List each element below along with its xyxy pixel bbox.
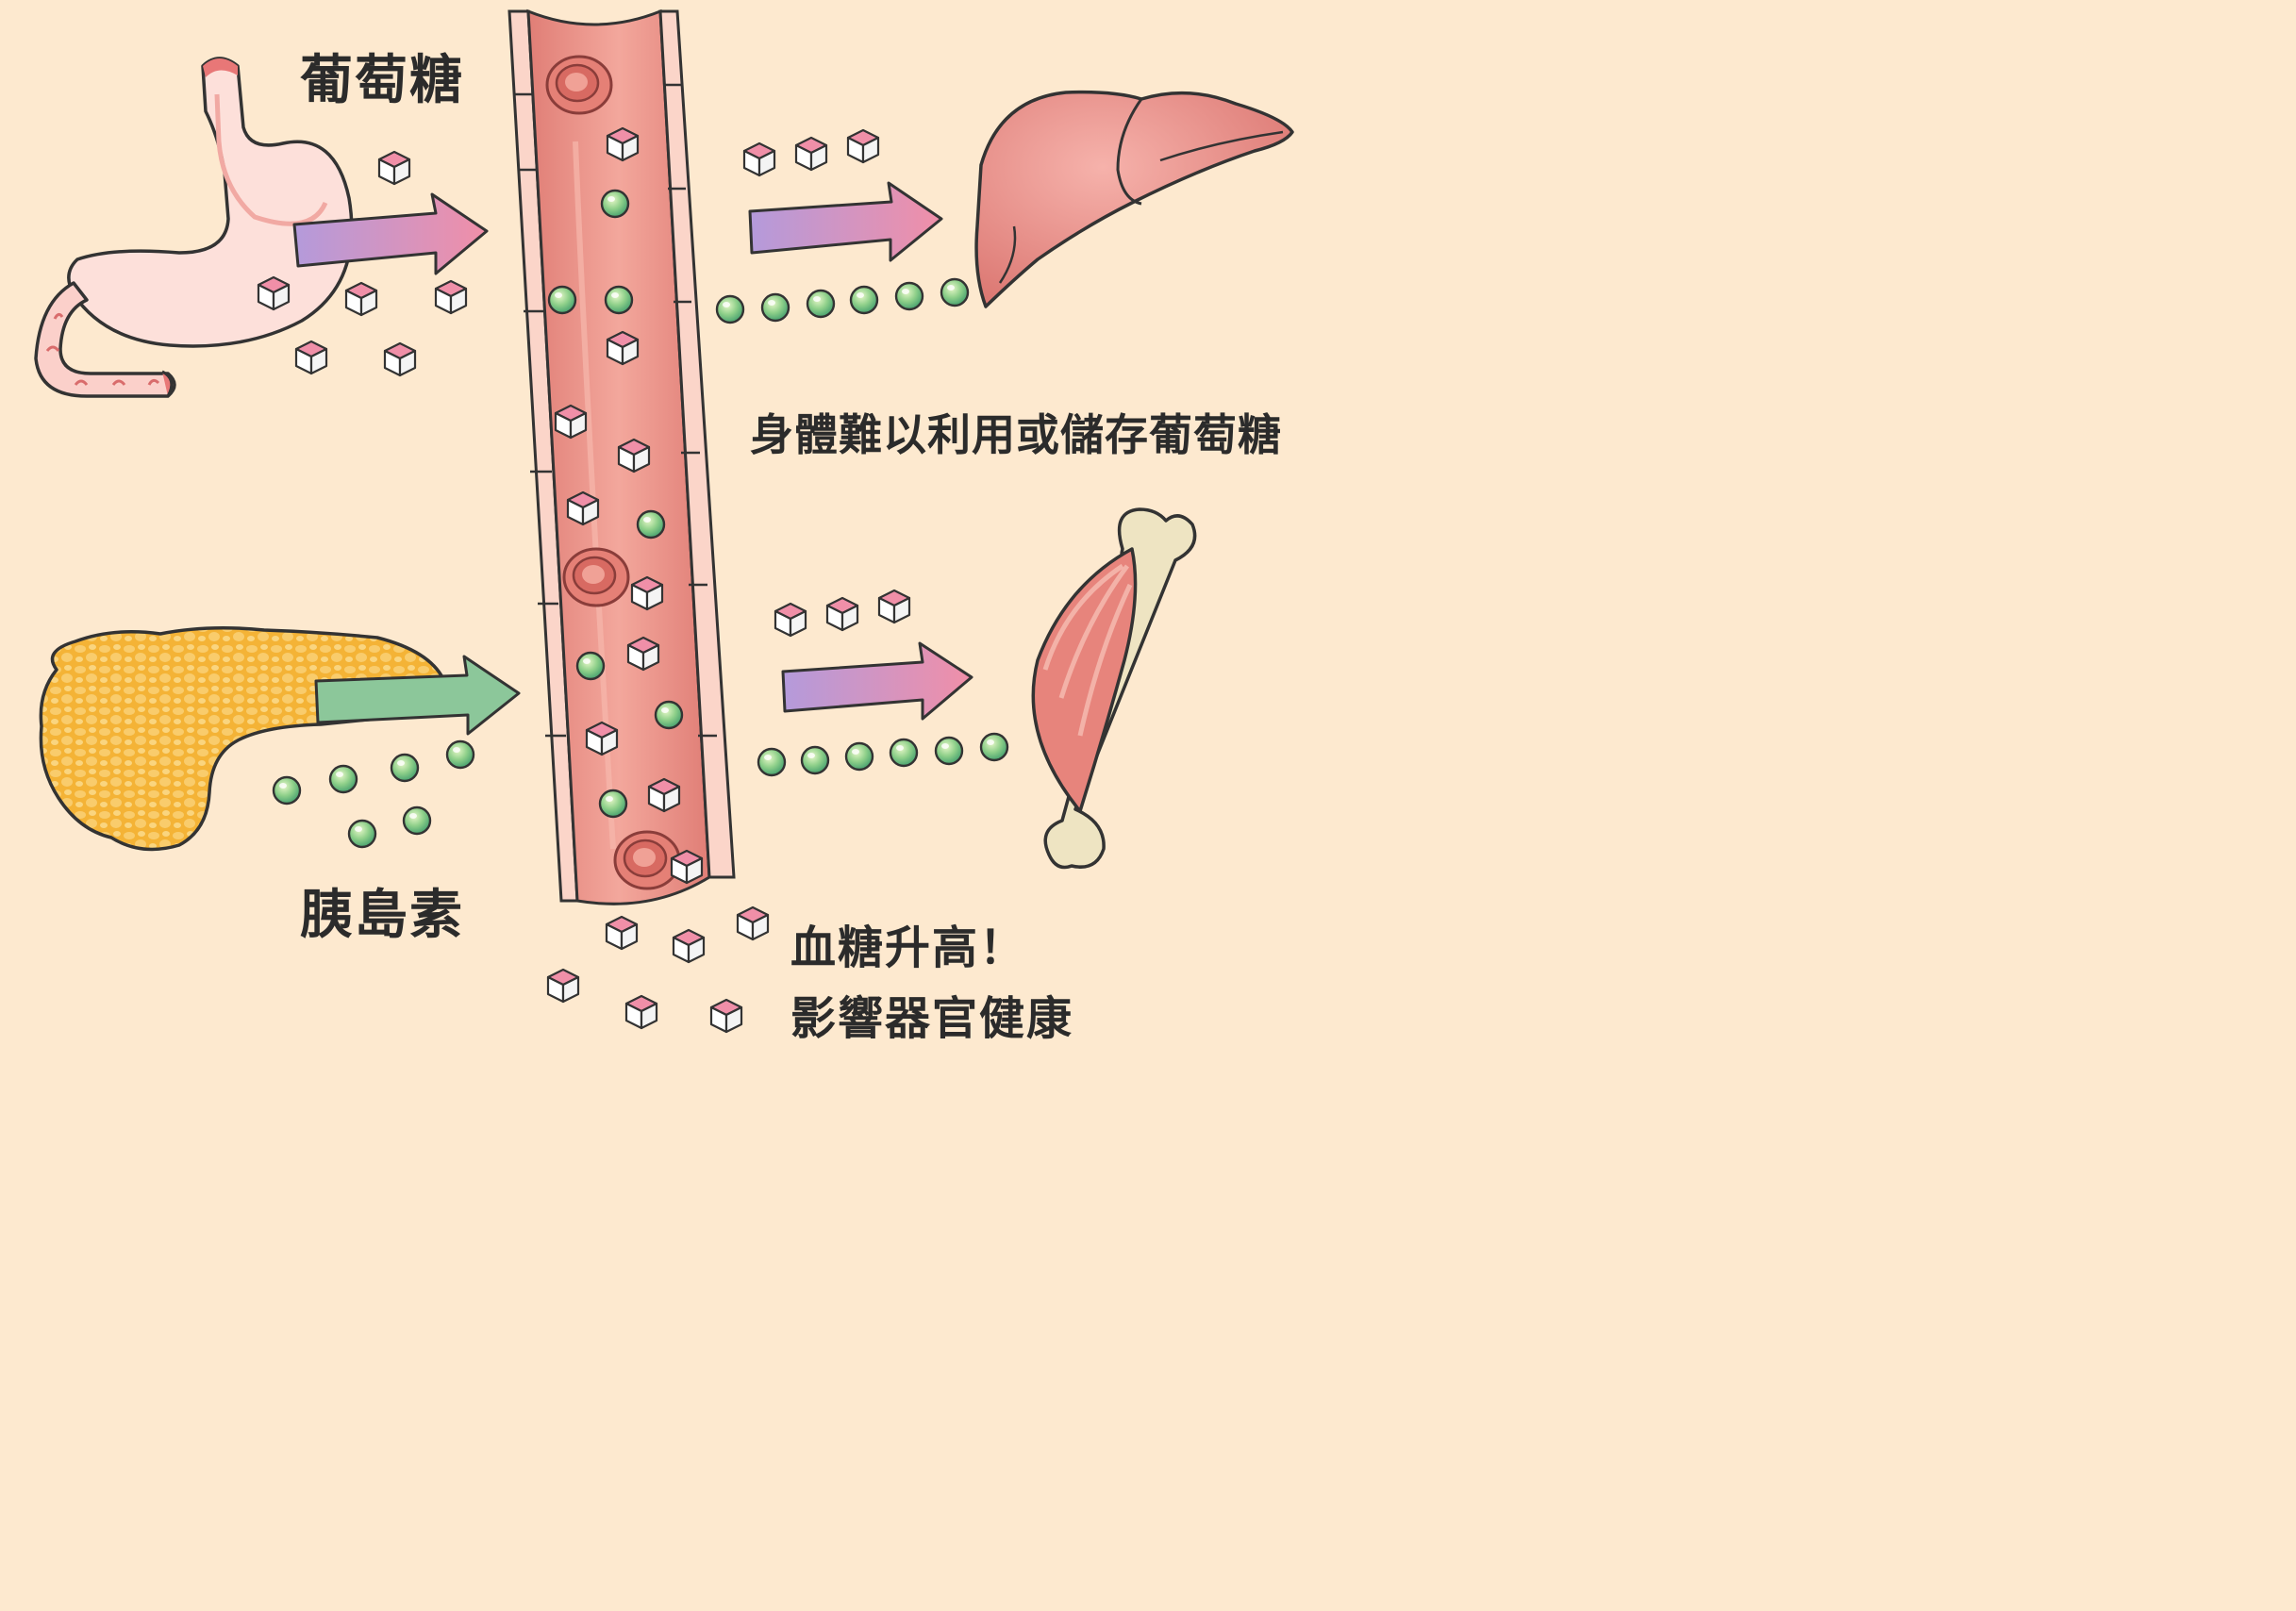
pancreas-icon — [41, 628, 443, 850]
arrow-vessel-to-liver — [750, 183, 941, 260]
label-blood-sugar-rise: 血糖升高！ — [790, 910, 1026, 976]
arrow-vessel-to-muscle — [783, 643, 972, 719]
label-body-cannot-use-glucose: 身體難以利用或儲存葡萄糖 — [750, 401, 1282, 463]
label-insulin: 胰島素 — [300, 872, 464, 949]
label-glucose: 葡萄糖 — [300, 38, 464, 114]
muscle-bone-icon — [1033, 509, 1194, 868]
label-affects-organ-health: 影響器官健康 — [790, 981, 1073, 1047]
liver-icon — [976, 92, 1292, 307]
diagram-canvas — [0, 0, 1479, 1038]
